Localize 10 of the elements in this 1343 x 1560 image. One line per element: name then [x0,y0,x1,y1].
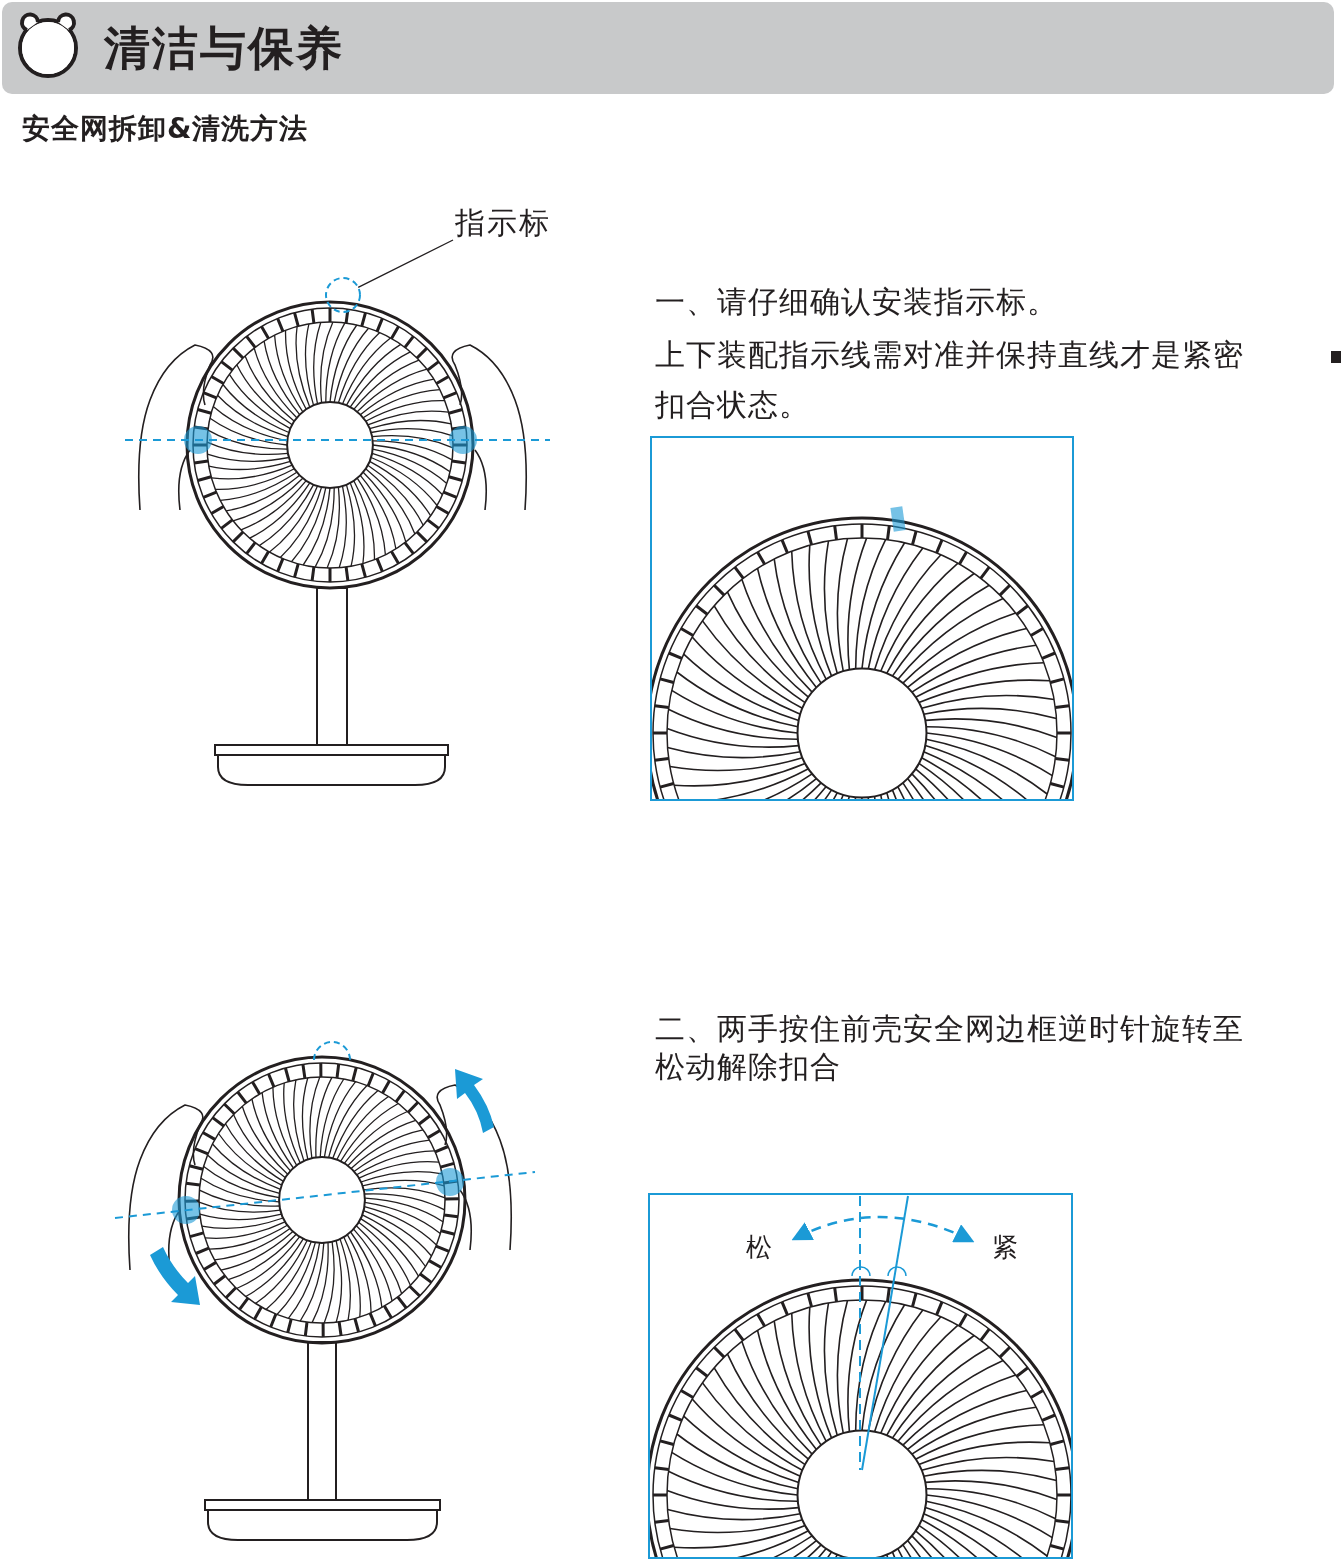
instruction-text: 上下装配指示线需对准并保持直线才是紧密扣合状态。 [655,336,1245,424]
indicator-mark [325,277,361,313]
leader-line [357,239,454,289]
instruction-text: 一、请仔细确认安装指示标。 [655,283,1059,321]
callout-label: 指示标 [455,203,551,244]
section-heading: 安全网拆卸&清洗方法 [22,111,309,147]
instruction-text: 二、两手按住前壳安全网边框逆时针旋转至松动解除扣合 [655,1010,1245,1086]
direction-label: 紧 [992,1231,1018,1264]
page-title: 清洁与保养 [104,20,344,77]
direction-label: 松 [746,1231,772,1264]
